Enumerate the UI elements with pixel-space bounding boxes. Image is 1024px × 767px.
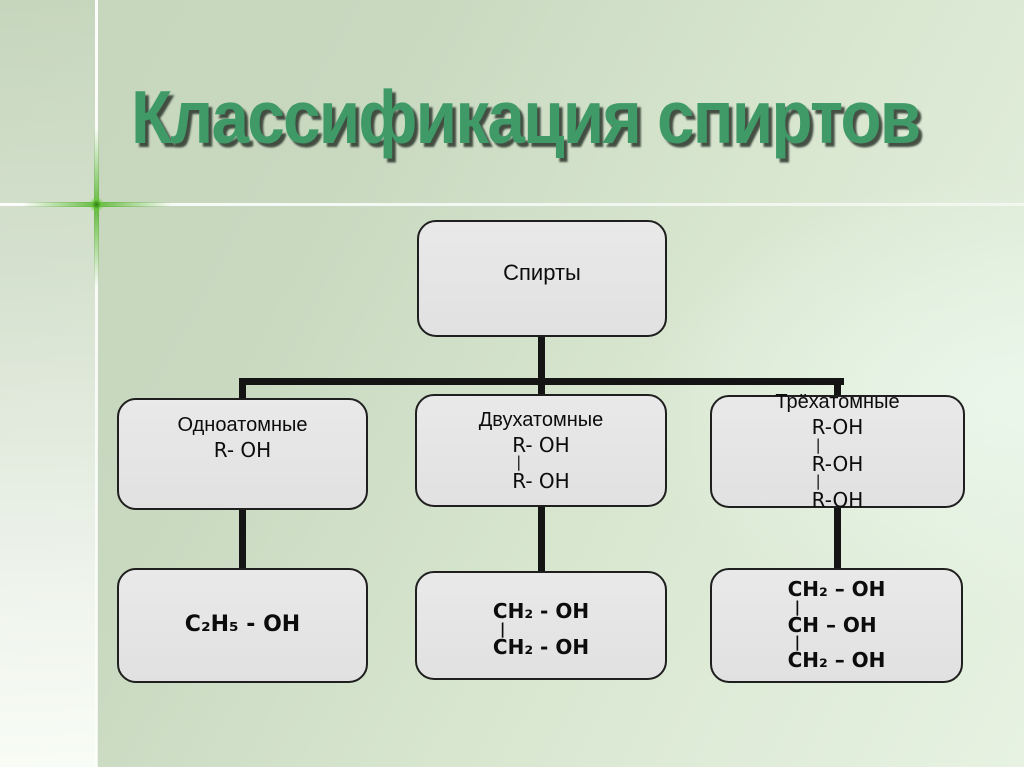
formula-line: CH₂ - OH	[492, 598, 590, 623]
node-label: Спирты	[503, 259, 581, 285]
formula-line: R-OH	[811, 488, 864, 513]
left-gradient-panel	[0, 0, 97, 767]
connector-drop-middle	[538, 378, 545, 400]
formula-trihydric: R-OH | R-OH | R-OH	[812, 415, 864, 512]
bond-bar: |	[794, 597, 801, 616]
node-label: Двухатомные	[478, 408, 604, 431]
bond-bar: |	[794, 633, 801, 652]
node-alcohols-root: Спирты	[417, 220, 667, 337]
node-label: Трёхатомные	[775, 391, 900, 414]
formula-line: R-OH	[811, 451, 864, 476]
node-ethylene-glycol-formula: CH₂ - OH | CH₂ - OH	[415, 571, 667, 680]
formula-ethylene-glycol: CH₂ - OH | CH₂ - OH	[492, 598, 590, 659]
formula-glycerol: CH₂ – OH | CH – OH | CH₂ – OH	[788, 578, 886, 673]
node-dihydric: Двухатомные R- OH | R- OH	[415, 394, 667, 507]
formula-line: R- OH	[512, 469, 570, 493]
node-monohydric: Одноатомные R- OH	[117, 398, 368, 510]
bond-bar: |	[815, 472, 821, 491]
formula-line: CH₂ – OH	[787, 648, 886, 673]
horizontal-accent-line	[0, 203, 1024, 206]
connector-drop-left	[239, 378, 246, 404]
formula-monohydric: R- OH	[214, 438, 271, 462]
bond-bar: |	[815, 435, 821, 454]
formula-dihydric: R- OH | R- OH	[512, 433, 569, 494]
connector-right-to-example	[834, 506, 841, 572]
node-ethanol-formula: C₂H₅ - OH	[117, 568, 368, 683]
formula-line: R- OH	[213, 438, 272, 463]
connector-root-vertical	[538, 335, 545, 385]
formula-ethanol: C₂H₅ - OH	[185, 612, 300, 639]
formula-line: C₂H₅ - OH	[184, 612, 301, 638]
formula-line: CH – OH	[787, 612, 877, 637]
node-glycerol-formula: CH₂ – OH | CH – OH | CH₂ – OH	[710, 568, 963, 683]
formula-line: CH₂ - OH	[492, 634, 590, 659]
connector-middle-to-example	[538, 505, 545, 575]
node-label: Одноатомные	[177, 414, 308, 437]
slide-title: Классификация спиртов	[131, 75, 921, 159]
node-trihydric: Трёхатомные R-OH | R-OH | R-OH	[710, 391, 965, 512]
vertical-accent-line	[95, 0, 98, 767]
bond-bar: |	[499, 619, 506, 638]
connector-drop-right	[834, 378, 841, 401]
cross-glow-center	[89, 197, 104, 212]
formula-line: R- OH	[512, 432, 570, 457]
bond-bar: |	[516, 453, 522, 471]
connector-left-to-example	[239, 508, 246, 572]
formula-line: R-OH	[811, 415, 864, 440]
formula-line: CH₂ – OH	[787, 577, 886, 602]
